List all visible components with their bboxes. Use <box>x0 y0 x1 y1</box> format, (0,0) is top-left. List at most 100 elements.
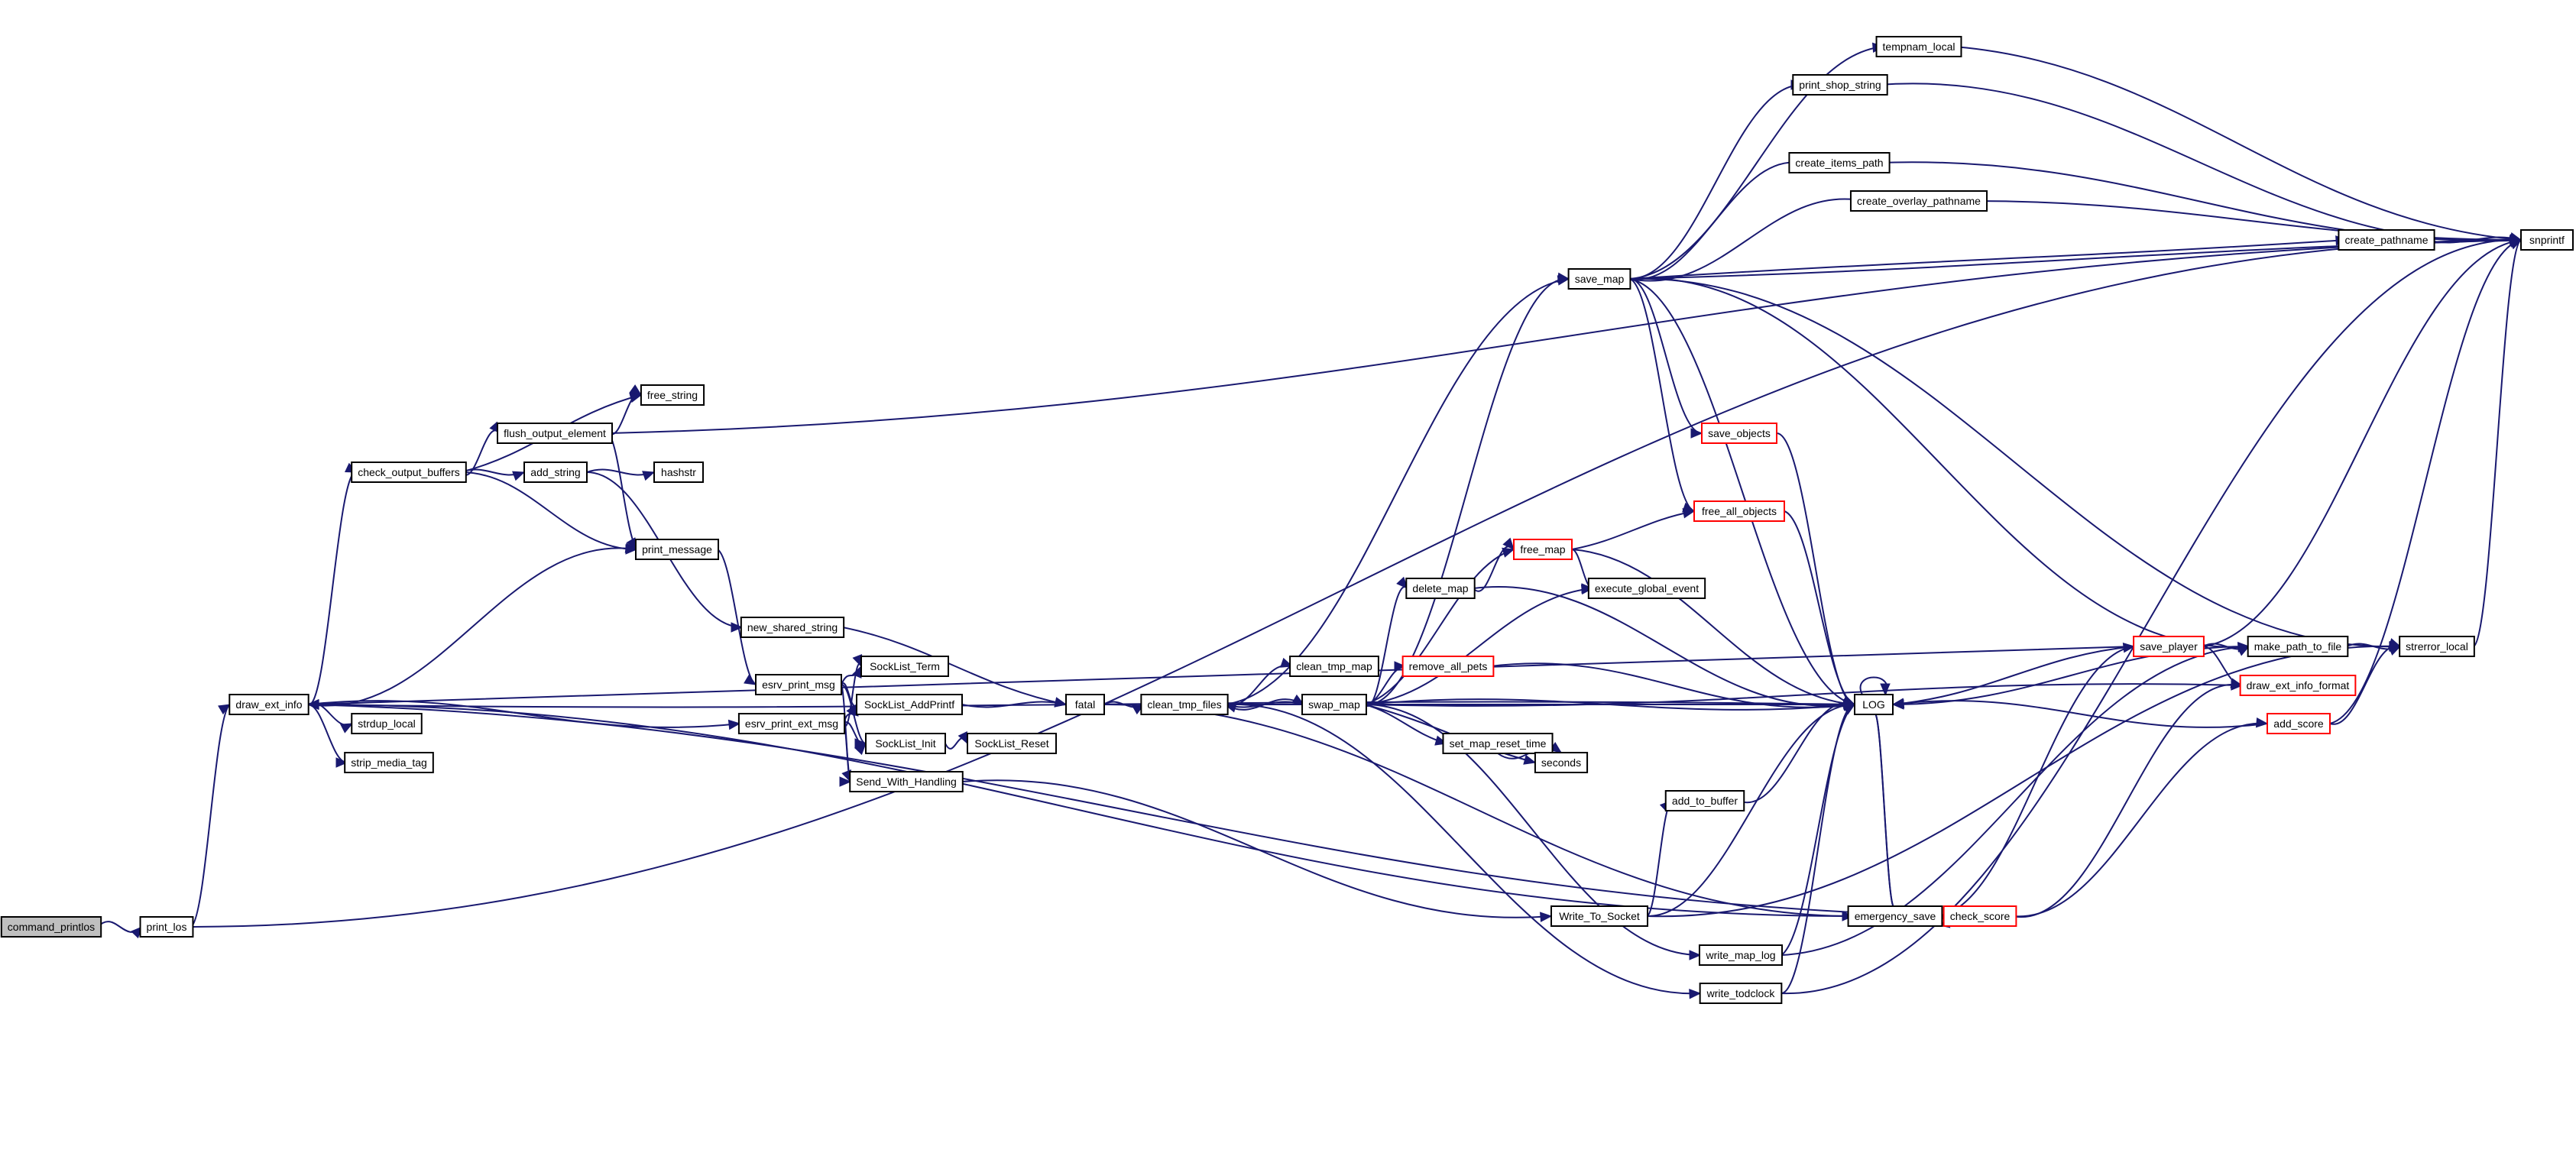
node-print_message[interactable]: print_message <box>634 539 720 560</box>
node-label: snprintf <box>2529 234 2565 246</box>
node-add_to_buffer[interactable]: add_to_buffer <box>1664 790 1745 811</box>
node-fatal[interactable]: fatal <box>1065 694 1105 715</box>
node-create_items_path[interactable]: create_items_path <box>1788 152 1891 173</box>
edge-print_los-to-draw_ext_info <box>190 704 232 928</box>
node-box <box>1405 578 1476 599</box>
node-box <box>737 713 846 734</box>
edge-line <box>1953 46 2522 241</box>
node-clean_tmp_map[interactable]: clean_tmp_map <box>1289 656 1379 677</box>
edge-line <box>2425 236 2522 244</box>
arrowhead-icon <box>1581 583 1594 594</box>
node-SockList_Term[interactable]: SockList_Term <box>860 656 949 677</box>
node-esrv_print_msg[interactable]: esrv_print_msg <box>755 674 842 695</box>
arrowhead-icon <box>1690 428 1703 439</box>
node-print_los[interactable]: print_los <box>139 916 194 938</box>
edge-create_overlay_pathname-to-snprintf <box>1972 200 2523 245</box>
node-esrv_print_ext_msg[interactable]: esrv_print_ext_msg <box>737 713 846 734</box>
node-hashstr[interactable]: hashstr <box>653 462 704 483</box>
node-Send_With_Handling[interactable]: Send_With_Handling <box>849 771 964 792</box>
node-create_overlay_pathname[interactable]: create_overlay_pathname <box>1849 190 1988 212</box>
node-free_all_objects[interactable]: free_all_objects <box>1693 500 1785 522</box>
arrowhead-icon <box>2388 638 2402 648</box>
node-box <box>2520 229 2574 251</box>
node-free_map[interactable]: free_map <box>1513 539 1573 560</box>
arrowhead-icon <box>218 704 232 715</box>
node-save_player[interactable]: save_player <box>2133 636 2205 657</box>
node-strdup_local[interactable]: strdup_local <box>351 713 423 734</box>
node-save_objects[interactable]: save_objects <box>1701 423 1777 444</box>
node-check_score[interactable]: check_score <box>1943 905 2017 927</box>
node-command_printlos[interactable]: command_printlos <box>0 916 102 938</box>
arrowhead-icon <box>2255 717 2269 728</box>
edge-line <box>1364 277 1570 706</box>
edge-line <box>1892 646 2135 705</box>
node-label: print_los <box>147 921 187 933</box>
node-delete_map[interactable]: delete_map <box>1405 578 1476 599</box>
node-seconds[interactable]: seconds <box>1534 752 1589 773</box>
arrowhead-icon <box>629 384 643 396</box>
node-draw_ext_info_format[interactable]: draw_ext_info_format <box>2239 675 2357 696</box>
edge-esrv_print_msg-to-SockList_Term <box>841 665 862 685</box>
node-SockList_Reset[interactable]: SockList_Reset <box>967 733 1057 754</box>
node-LOG[interactable]: LOG <box>1854 694 1894 715</box>
node-SockList_Init[interactable]: SockList_Init <box>865 733 946 754</box>
node-add_string[interactable]: add_string <box>523 462 588 483</box>
node-make_path_to_file[interactable]: make_path_to_file <box>2247 636 2349 657</box>
node-create_pathname[interactable]: create_pathname <box>2338 229 2435 251</box>
edge-line <box>1892 700 2268 728</box>
node-draw_ext_info[interactable]: draw_ext_info <box>228 694 309 715</box>
node-execute_global_event[interactable]: execute_global_event <box>1587 578 1706 599</box>
edge-clean_tmp_files-to-clean_tmp_map <box>1224 657 1294 707</box>
edge-line <box>2329 239 2522 724</box>
node-snprintf[interactable]: snprintf <box>2520 229 2574 251</box>
node-save_map[interactable]: save_map <box>1567 268 1631 290</box>
node-flush_output_element[interactable]: flush_output_element <box>497 423 613 444</box>
node-box <box>523 462 588 483</box>
node-remove_all_pets[interactable]: remove_all_pets <box>1401 656 1495 677</box>
node-write_map_log[interactable]: write_map_log <box>1698 944 1784 966</box>
node-label: swap_map <box>1308 698 1360 711</box>
node-label: fatal <box>1075 698 1095 711</box>
arrowhead-icon <box>1502 547 1515 558</box>
node-box <box>497 423 613 444</box>
node-write_todclock[interactable]: write_todclock <box>1699 983 1783 1004</box>
node-print_shop_string[interactable]: print_shop_string <box>1792 74 1888 96</box>
edge-line <box>307 471 358 706</box>
arrowhead-icon <box>957 731 968 745</box>
node-label: save_player <box>2140 640 2198 653</box>
node-strip_media_tag[interactable]: strip_media_tag <box>344 752 434 773</box>
node-box <box>1550 905 1648 927</box>
node-tempnam_local[interactable]: tempnam_local <box>1875 36 1962 57</box>
arrowhead-icon <box>852 654 863 668</box>
node-set_map_reset_time[interactable]: set_map_reset_time <box>1442 733 1554 754</box>
node-swap_map[interactable]: swap_map <box>1301 694 1367 715</box>
node-SockList_AddPrintf[interactable]: SockList_AddPrintf <box>856 694 963 715</box>
node-Write_To_Socket[interactable]: Write_To_Socket <box>1550 905 1648 927</box>
node-label: save_objects <box>1708 427 1771 439</box>
edge-check_output_buffers-to-add_string <box>460 468 526 481</box>
edge-line <box>1629 278 1855 705</box>
arrowhead-icon <box>854 743 867 756</box>
node-label: add_to_buffer <box>1672 795 1738 807</box>
node-strerror_local[interactable]: strerror_local <box>2399 636 2475 657</box>
node-check_output_buffers[interactable]: check_output_buffers <box>351 462 467 483</box>
node-emergency_save[interactable]: emergency_save <box>1847 905 1943 927</box>
edge-swap_map-to-execute_global_event <box>1364 584 1594 705</box>
node-clean_tmp_files[interactable]: clean_tmp_files <box>1140 694 1229 715</box>
arrowhead-icon <box>1689 950 1702 960</box>
edge-line <box>1629 239 2348 280</box>
arrowhead-icon <box>727 719 741 730</box>
edge-strerror_local-to-snprintf <box>2473 239 2523 647</box>
arrowhead-icon <box>306 698 319 710</box>
node-box <box>1587 578 1706 599</box>
node-box <box>228 694 309 715</box>
node-label: new_shared_string <box>747 621 838 633</box>
edge-swap_map-to-write_map_log <box>1364 704 1702 960</box>
edge-line <box>1364 549 1515 705</box>
node-add_score[interactable]: add_score <box>2267 713 2331 734</box>
arrowhead-icon <box>731 622 744 633</box>
edge-write_todclock-to-LOG <box>1781 699 1856 994</box>
node-free_string[interactable]: free_string <box>640 384 705 406</box>
node-new_shared_string[interactable]: new_shared_string <box>740 617 845 638</box>
